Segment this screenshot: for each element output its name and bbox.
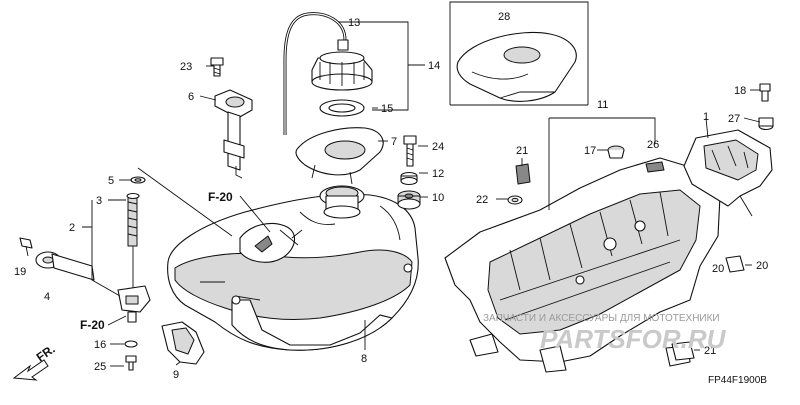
cover-28-part <box>456 31 577 102</box>
watermark-logo: PARTSFOR.RU <box>540 324 727 354</box>
bolt-23-part <box>210 57 224 77</box>
screw-19-part <box>19 237 33 257</box>
callout-7: 7 <box>391 136 397 148</box>
reference-f20-top: F-20 <box>208 190 233 204</box>
clip-9-part <box>161 321 205 365</box>
callout-22: 22 <box>476 194 488 206</box>
reference-f20-left: F-20 <box>80 318 105 332</box>
fuel-tank-part <box>167 185 419 351</box>
bolt-18-part <box>759 83 771 102</box>
diagram-code: FP44F1900B <box>708 375 767 386</box>
callout-1: 1 <box>703 111 709 123</box>
front-direction-label: FR. <box>34 342 58 365</box>
callout-15: 15 <box>381 103 393 115</box>
callout-27: 27 <box>728 113 740 125</box>
fuel-cock-part <box>117 285 151 323</box>
callout-8: 8 <box>361 353 367 365</box>
callout-18: 18 <box>734 85 746 97</box>
plug-17-part <box>607 145 625 159</box>
callout-5: 5 <box>108 175 114 187</box>
callout-3: 3 <box>96 195 102 207</box>
filler-tray-part <box>295 127 384 185</box>
grommet-22-part <box>507 195 523 205</box>
frame-cover-part <box>444 157 721 373</box>
callout-6: 6 <box>188 91 194 103</box>
clip-20-part <box>725 255 745 273</box>
callout-10: 10 <box>432 192 444 204</box>
callout-26: 26 <box>647 139 659 151</box>
callout-12: 12 <box>432 168 444 180</box>
fuel-strainer-part <box>126 192 140 290</box>
callout-16: 16 <box>94 339 106 351</box>
collar-12-part <box>400 171 418 186</box>
callout-4: 4 <box>44 291 50 303</box>
callout-28: 28 <box>498 11 510 23</box>
callout-21b: 21 <box>704 345 716 357</box>
cap-seal-part <box>319 99 365 117</box>
o-ring-16-part <box>124 340 138 348</box>
o-ring-5-part <box>130 176 146 184</box>
callout-9: 9 <box>173 369 179 381</box>
callout-11: 11 <box>597 99 608 111</box>
callout-21a: 21 <box>516 145 528 157</box>
bracket-1-part <box>683 129 773 217</box>
callout-20a: 20 <box>756 260 768 272</box>
bolt-25-part <box>125 355 137 371</box>
breather-tube-part <box>283 12 347 135</box>
callout-13: 13 <box>348 17 360 29</box>
leader-lines <box>82 1 761 367</box>
grommet-10-part <box>397 190 421 210</box>
callout-25: 25 <box>94 361 106 373</box>
fuel-sensor-part <box>214 89 253 179</box>
pad-26-part <box>645 161 665 173</box>
filler-cap-part <box>311 39 373 91</box>
clip-21b-part <box>671 341 695 361</box>
callout-24: 24 <box>432 141 444 153</box>
callout-2: 2 <box>69 222 75 234</box>
fuel-cock-lever-part <box>35 251 95 281</box>
callout-23: 23 <box>180 61 192 73</box>
callout-14: 14 <box>428 60 440 72</box>
nut-27-part <box>758 117 774 131</box>
clip-21-part <box>515 163 531 185</box>
front-direction-arrow: FR. <box>12 342 58 381</box>
callout-20b: 20 <box>712 263 724 275</box>
callout-19: 19 <box>14 266 26 278</box>
callout-17: 17 <box>584 145 596 157</box>
bolt-24-part <box>403 135 417 167</box>
watermark-text: ЗАПЧАСТИ И АКСЕССУАРЫ ДЛЯ МОТОТЕХНИКИ <box>483 313 720 324</box>
